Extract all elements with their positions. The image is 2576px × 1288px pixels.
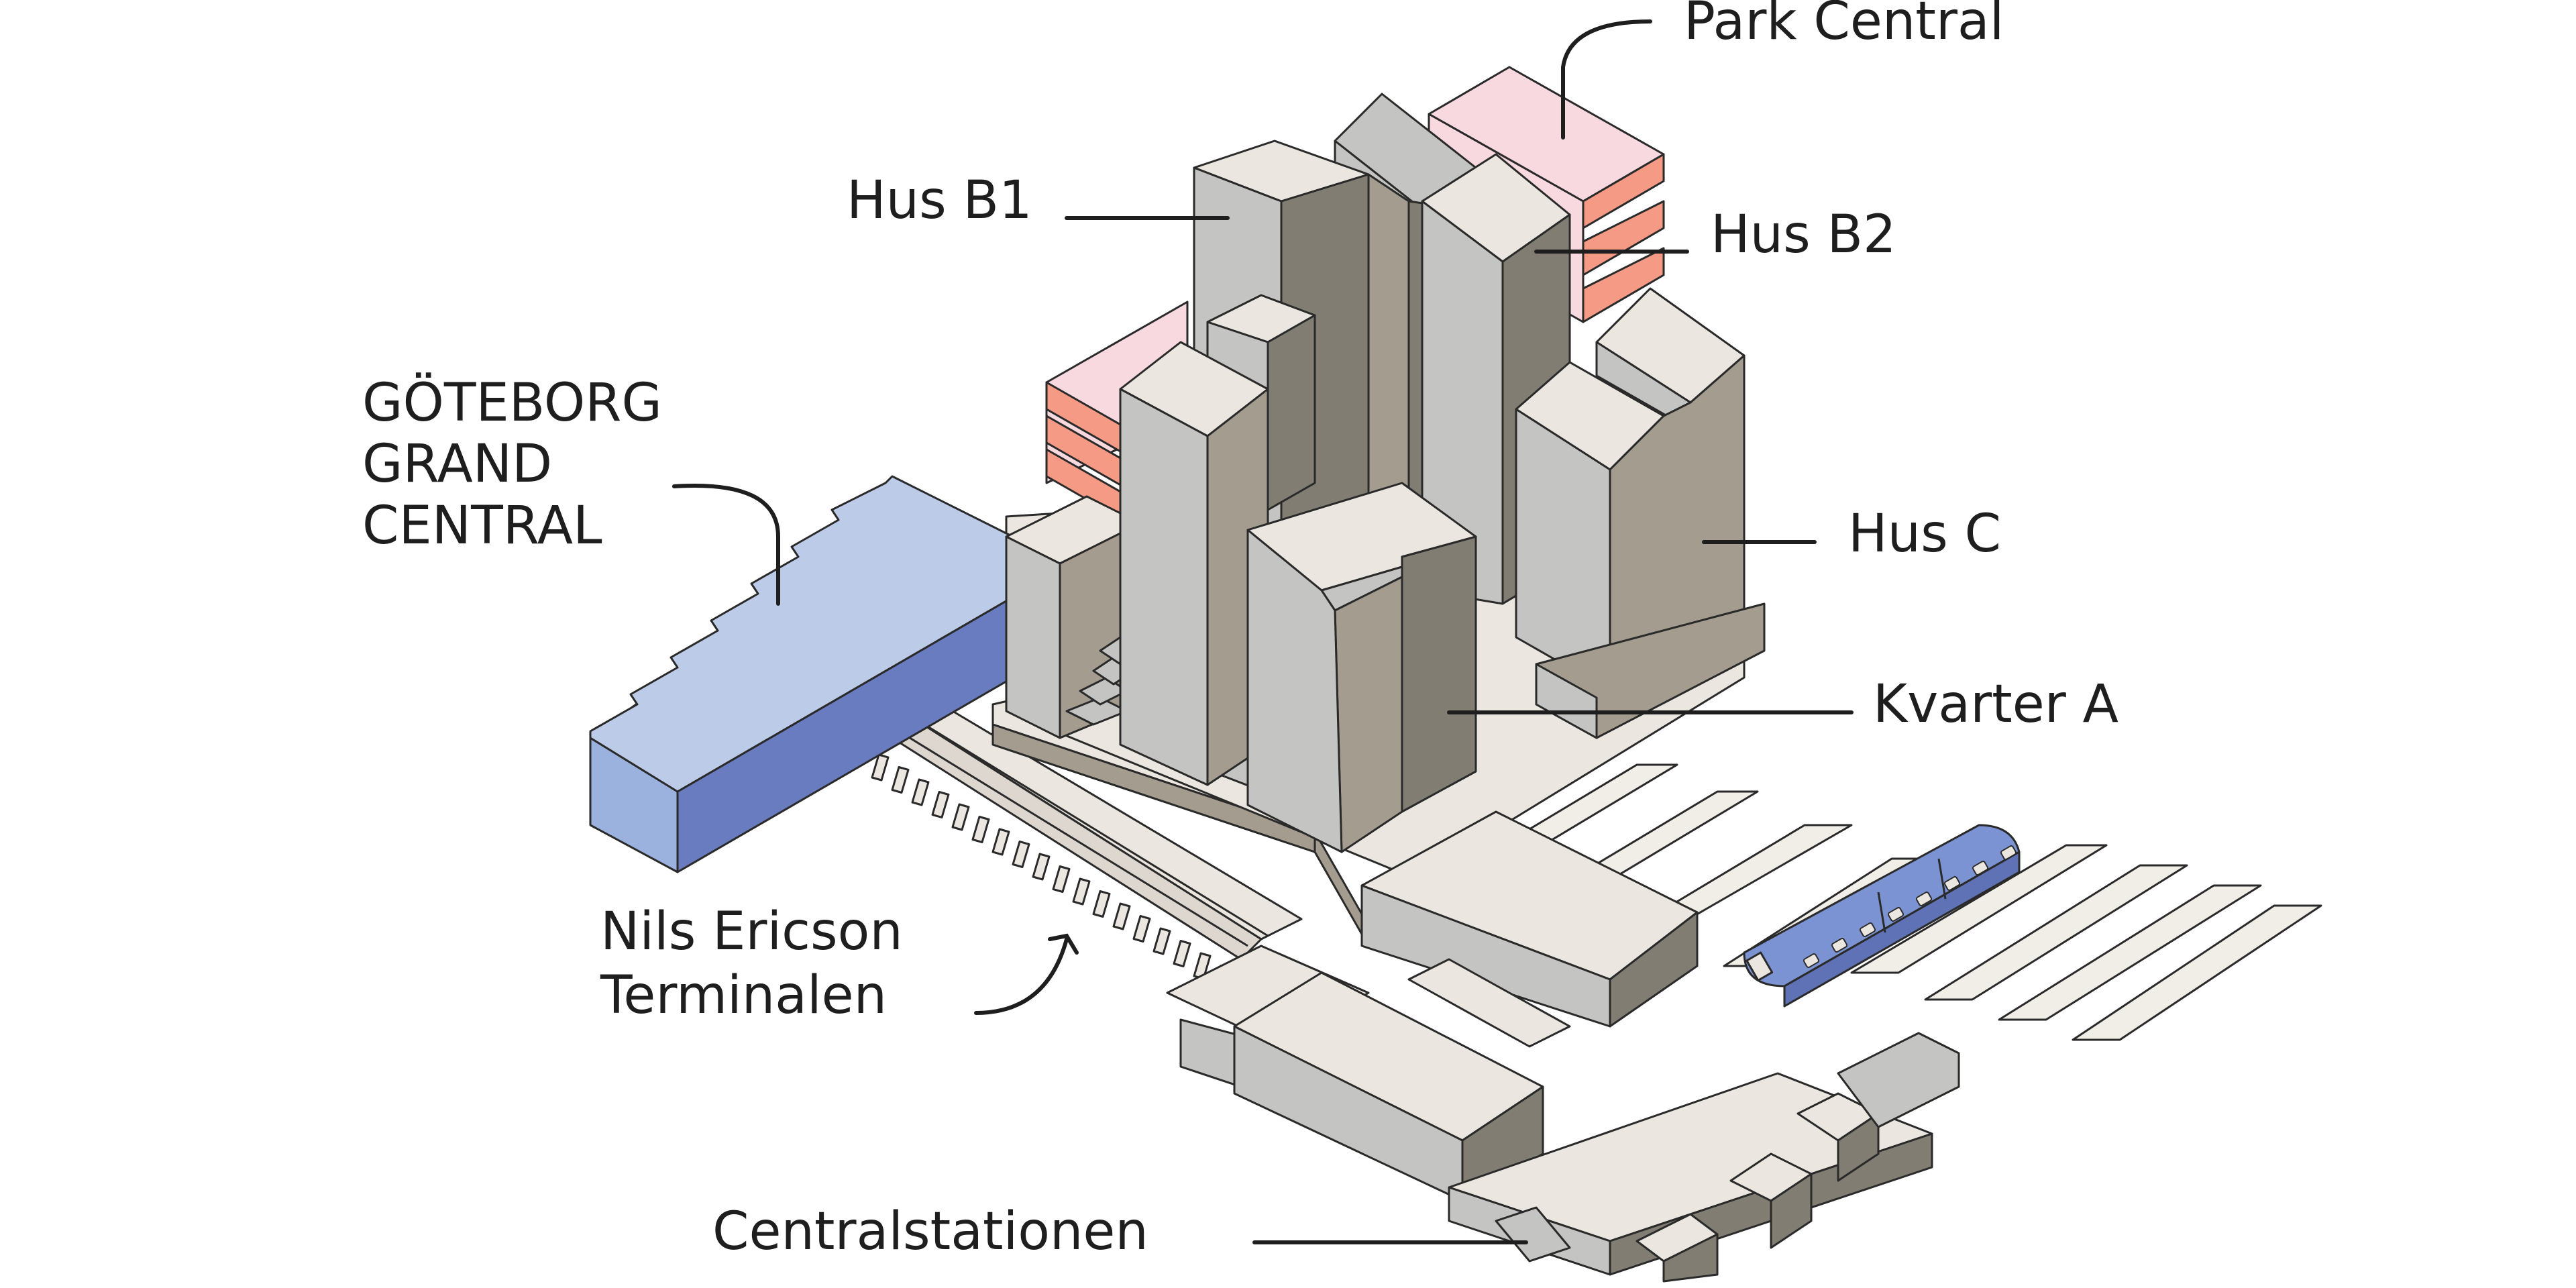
label-goteborg-line-3: CENTRAL [362,496,602,556]
train-window [1972,861,1989,875]
train-window [1915,892,1933,906]
terminal-gate [1173,940,1191,967]
train-windows [1803,845,2017,968]
label-hus-c: Hus C [1848,504,2001,564]
label-nils-ericson-line-2: Terminalen [600,965,887,1026]
label-hus-b2: Hus B2 [1711,205,1896,265]
hus-c-tower [1515,287,1766,739]
terminal-gate [971,816,990,843]
terminal-gate [1052,865,1071,893]
terminal-gate [1072,877,1091,906]
train-window [1887,907,1904,922]
terminal-gate [871,753,890,782]
train-window [1943,876,1961,891]
centralstationen-building [1166,945,1960,1283]
terminal-gate [911,778,930,806]
terminal-gates [871,753,1232,992]
train-window [1831,938,1848,953]
train-window [1803,953,1820,968]
label-centralstationen: Centralstationen [712,1201,1148,1262]
kvarter-a-tower [1246,482,1477,853]
terminal-gate [1032,853,1051,881]
label-goteborg-line-1: GÖTEBORG [362,372,662,433]
terminal-gate [1012,841,1030,868]
terminal-gate [1132,915,1151,943]
terminal-gate [931,791,950,818]
terminal-gate [1152,927,1171,955]
leader-lines [672,19,1854,1244]
train-window [1859,922,1876,937]
terminal-gate [991,828,1010,856]
terminal-gate [1112,902,1131,930]
terminal-gate [951,803,970,831]
train [1743,824,2021,1008]
terminal-gate [1092,890,1111,918]
label-park-central: Park Central [1684,0,2004,52]
tower-front-left [1119,341,1269,786]
label-goteborg-line-2: GRAND [362,434,552,494]
goteborg-grand-central-building [589,475,1014,873]
terminal-tracks [891,710,1303,961]
label-hus-b1: Hus B1 [847,170,1032,231]
label-nils-ericson-line-1: Nils Ericson [600,902,903,962]
terminal-box-building [1360,810,1699,1028]
label-kvarter-a: Kvarter A [1873,674,2118,735]
terminal-gate [891,766,910,794]
train-window [2000,845,2017,860]
